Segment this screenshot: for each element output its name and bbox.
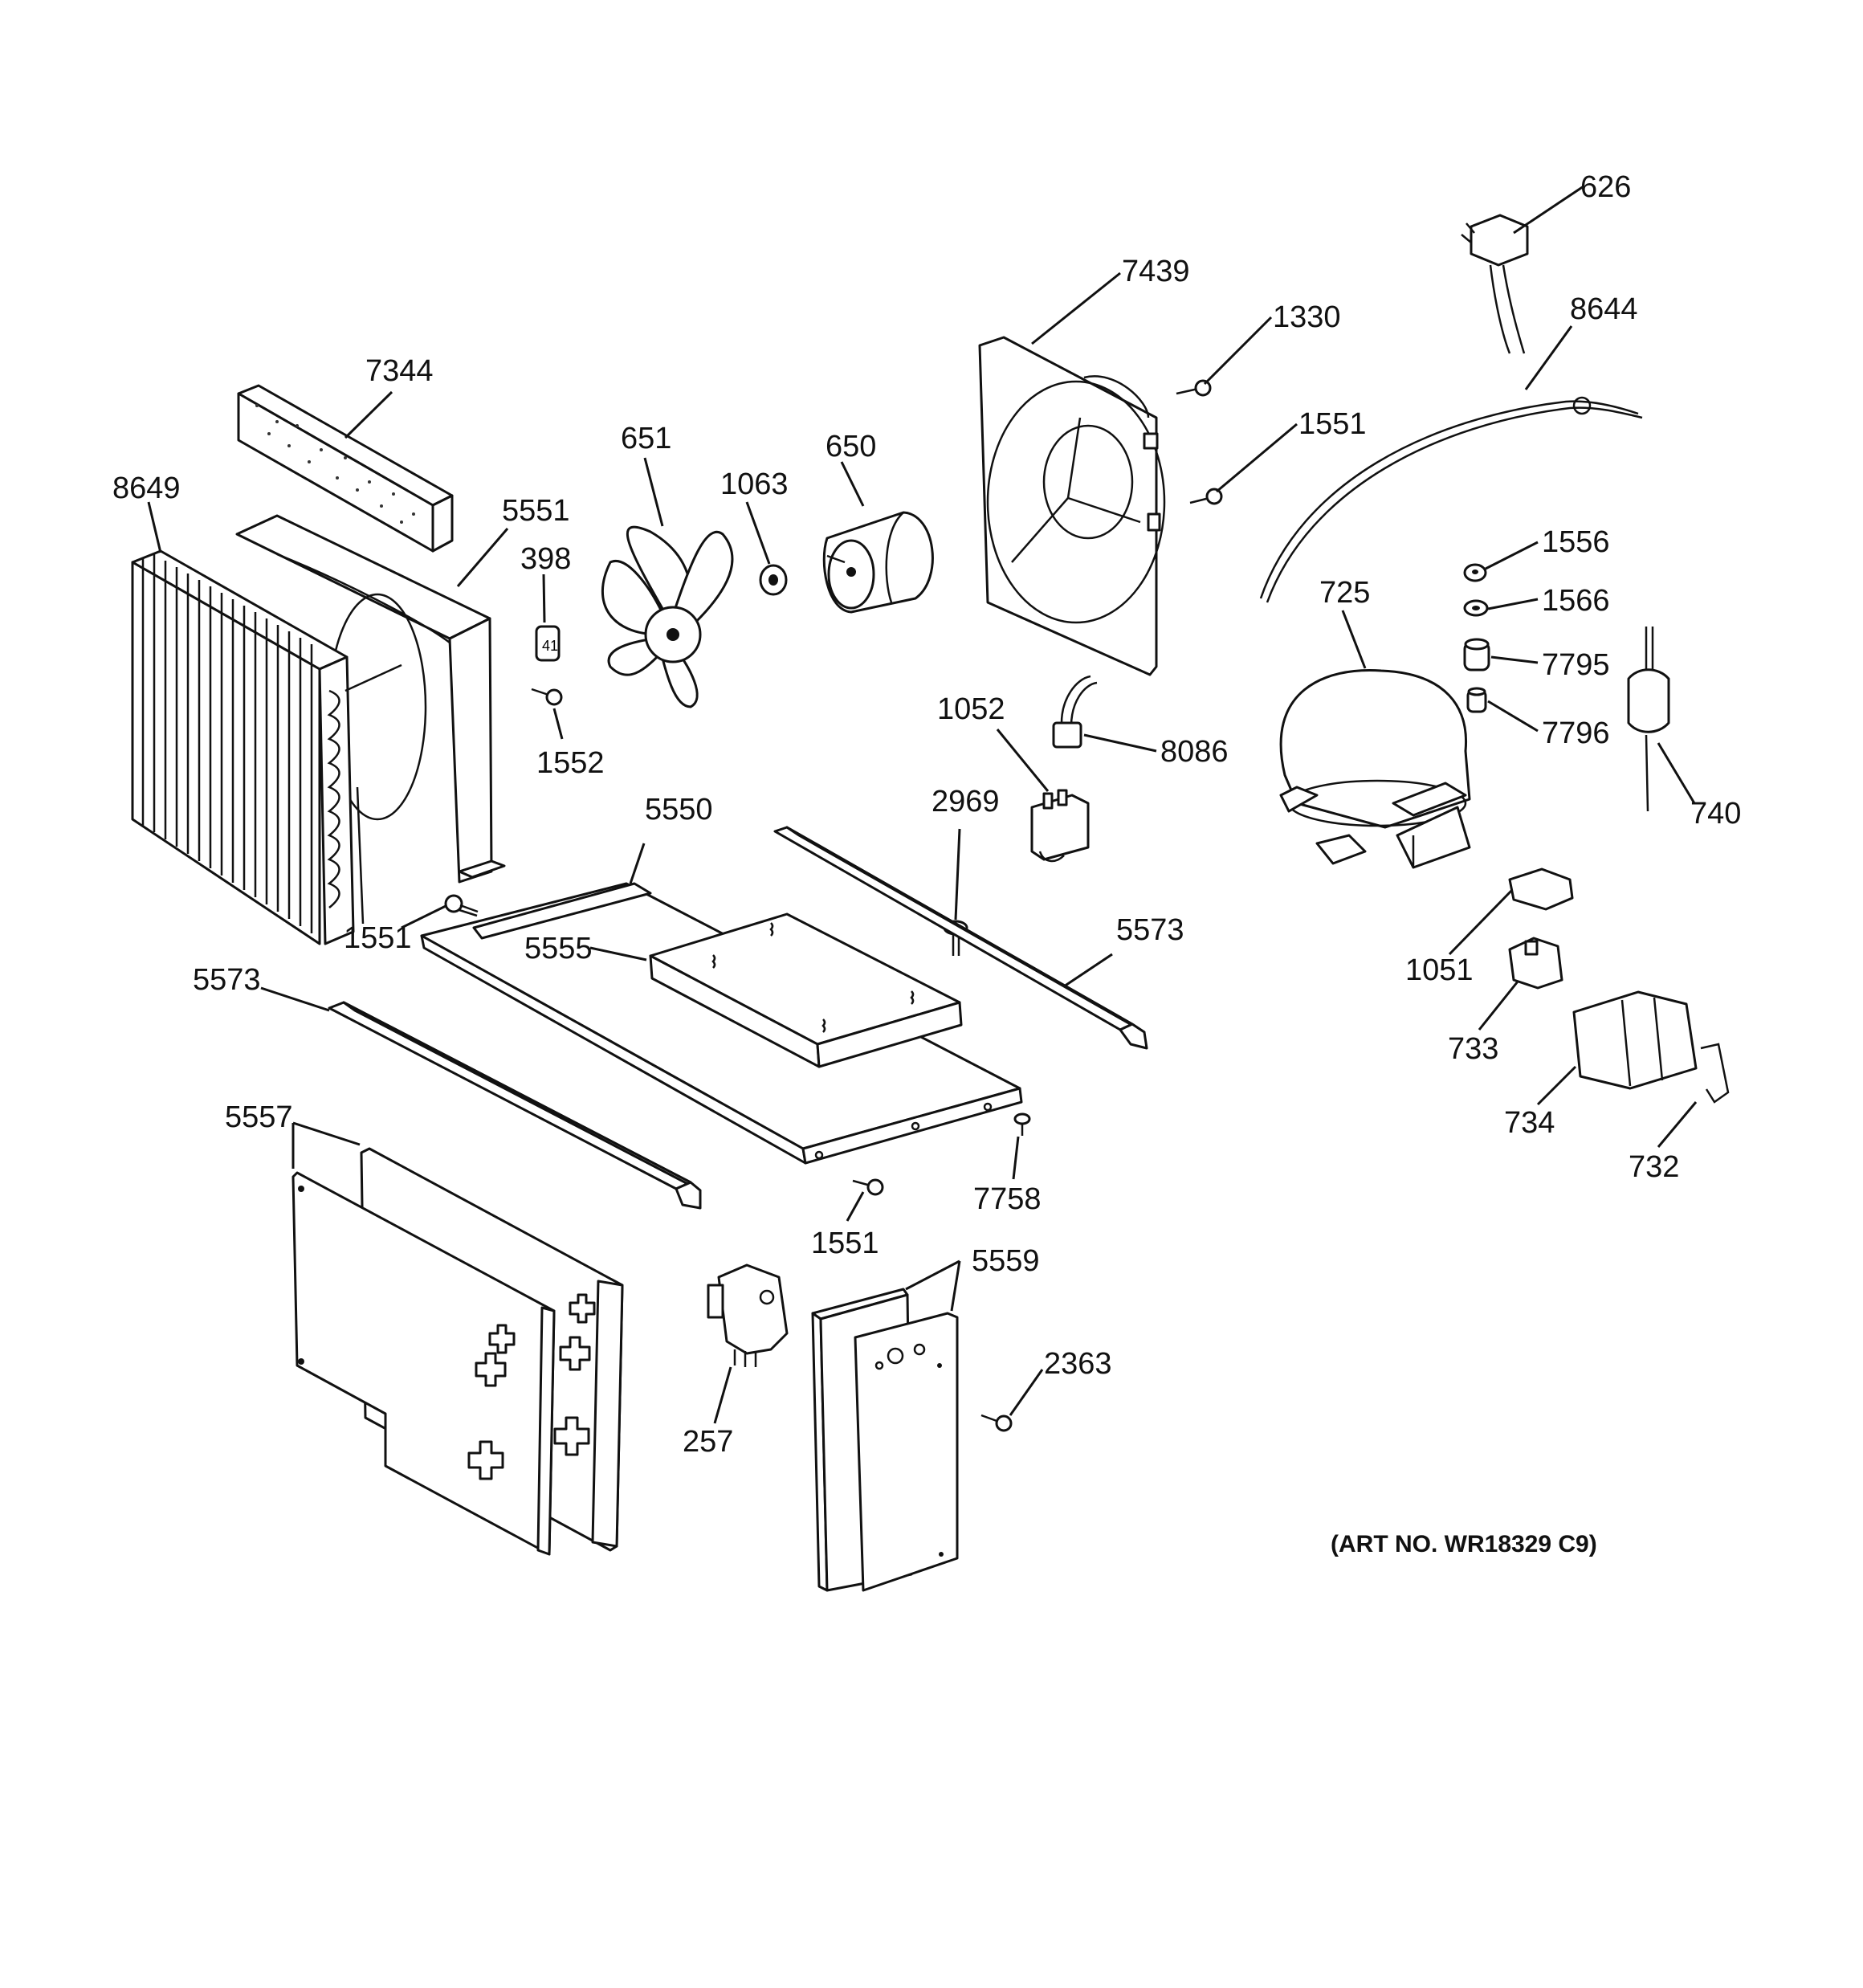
part-1551-screw-bracket [1189, 488, 1223, 505]
callout-5573: 5573 [193, 963, 261, 997]
part-7795-grommet [1463, 638, 1490, 672]
callout-257: 257 [683, 1425, 733, 1459]
leader-lines [147, 185, 1698, 1424]
callout-1051: 1051 [1405, 953, 1474, 987]
callout-1566: 1566 [1542, 584, 1610, 618]
part-650-fan-motor [822, 511, 934, 614]
callout-5559: 5559 [972, 1244, 1040, 1278]
part-5557-panels [291, 1147, 624, 1556]
part-740-dryer [1627, 627, 1670, 812]
callout-5557: 5557 [225, 1100, 293, 1134]
part-7439-fan-bracket [978, 336, 1166, 676]
callout-1551: 1551 [1298, 407, 1367, 441]
part-626-power-cord [1461, 214, 1529, 354]
svg-text:41: 41 [542, 638, 558, 654]
callout-725: 725 [1319, 576, 1370, 610]
part-7796-sleeve [1466, 687, 1487, 713]
part-732-clip [1700, 1043, 1730, 1104]
part-5573-rail-left [328, 1001, 702, 1210]
part-7758-screw [1013, 1112, 1031, 1136]
part-733-relay [1508, 937, 1563, 990]
callout-1556: 1556 [1542, 525, 1610, 559]
part-1551-screw-lower [852, 1178, 884, 1196]
callout-1063: 1063 [720, 467, 789, 501]
part-5559-panels [811, 1288, 959, 1592]
part-7344-foam-strip [237, 384, 454, 553]
callout-626: 626 [1580, 170, 1631, 204]
callout-8649: 8649 [112, 471, 181, 505]
callout-7758: 7758 [973, 1182, 1042, 1216]
callout-8644: 8644 [1570, 292, 1638, 326]
part-398-clip: 41 [535, 625, 561, 662]
part-1063-washer [759, 564, 788, 596]
part-1551-screw-base [444, 894, 479, 917]
part-2363-screw [980, 1414, 1013, 1432]
part-651-fan-blade [601, 525, 734, 708]
callout-2969: 2969 [932, 785, 1000, 818]
callout-1551: 1551 [344, 921, 412, 955]
part-1556-nut [1463, 563, 1487, 582]
callout-1330: 1330 [1273, 300, 1341, 334]
part-8086-harness [1052, 675, 1098, 749]
callout-5550: 5550 [645, 793, 713, 827]
callout-5555: 5555 [524, 932, 593, 965]
part-8649-condenser-coil [131, 549, 402, 945]
callout-1551: 1551 [811, 1227, 879, 1260]
callout-398: 398 [520, 542, 571, 576]
part-734-overload [1572, 990, 1698, 1090]
callout-7796: 7796 [1542, 716, 1610, 750]
part-5573-rail-right [773, 826, 1148, 1050]
callout-732: 732 [1629, 1150, 1679, 1184]
callout-651: 651 [621, 422, 671, 455]
part-8644-tube [1259, 396, 1643, 603]
part-725-compressor [1279, 668, 1471, 869]
callout-8086: 8086 [1160, 735, 1229, 769]
callout-5573: 5573 [1116, 913, 1184, 947]
part-5555-drain-tray [649, 912, 963, 1068]
part-1330-screw [1176, 379, 1212, 397]
part-257-timer [707, 1263, 789, 1367]
callout-5551: 5551 [502, 494, 570, 528]
callout-labels: 626 7439 1330 8644 7344 1551 651 650 864… [112, 170, 1741, 1459]
callout-734: 734 [1504, 1106, 1555, 1140]
callout-7439: 7439 [1122, 255, 1190, 288]
callout-1052: 1052 [937, 692, 1005, 726]
callout-7795: 7795 [1542, 648, 1610, 682]
callout-7344: 7344 [365, 354, 434, 388]
callout-1552: 1552 [536, 746, 605, 780]
part-1051-cover [1508, 867, 1574, 911]
part-5550-base-pan [420, 882, 1023, 1165]
part-1052-capacitor [1030, 789, 1090, 863]
part-1566-washer [1463, 599, 1489, 617]
callout-740: 740 [1690, 797, 1741, 831]
art-number: (ART NO. WR18329 C9) [1331, 1531, 1597, 1557]
callout-733: 733 [1448, 1032, 1498, 1066]
part-1552-screw [531, 688, 563, 706]
callout-2363: 2363 [1044, 1347, 1112, 1381]
callout-650: 650 [826, 430, 876, 463]
part-5551-fan-shroud [235, 514, 506, 884]
